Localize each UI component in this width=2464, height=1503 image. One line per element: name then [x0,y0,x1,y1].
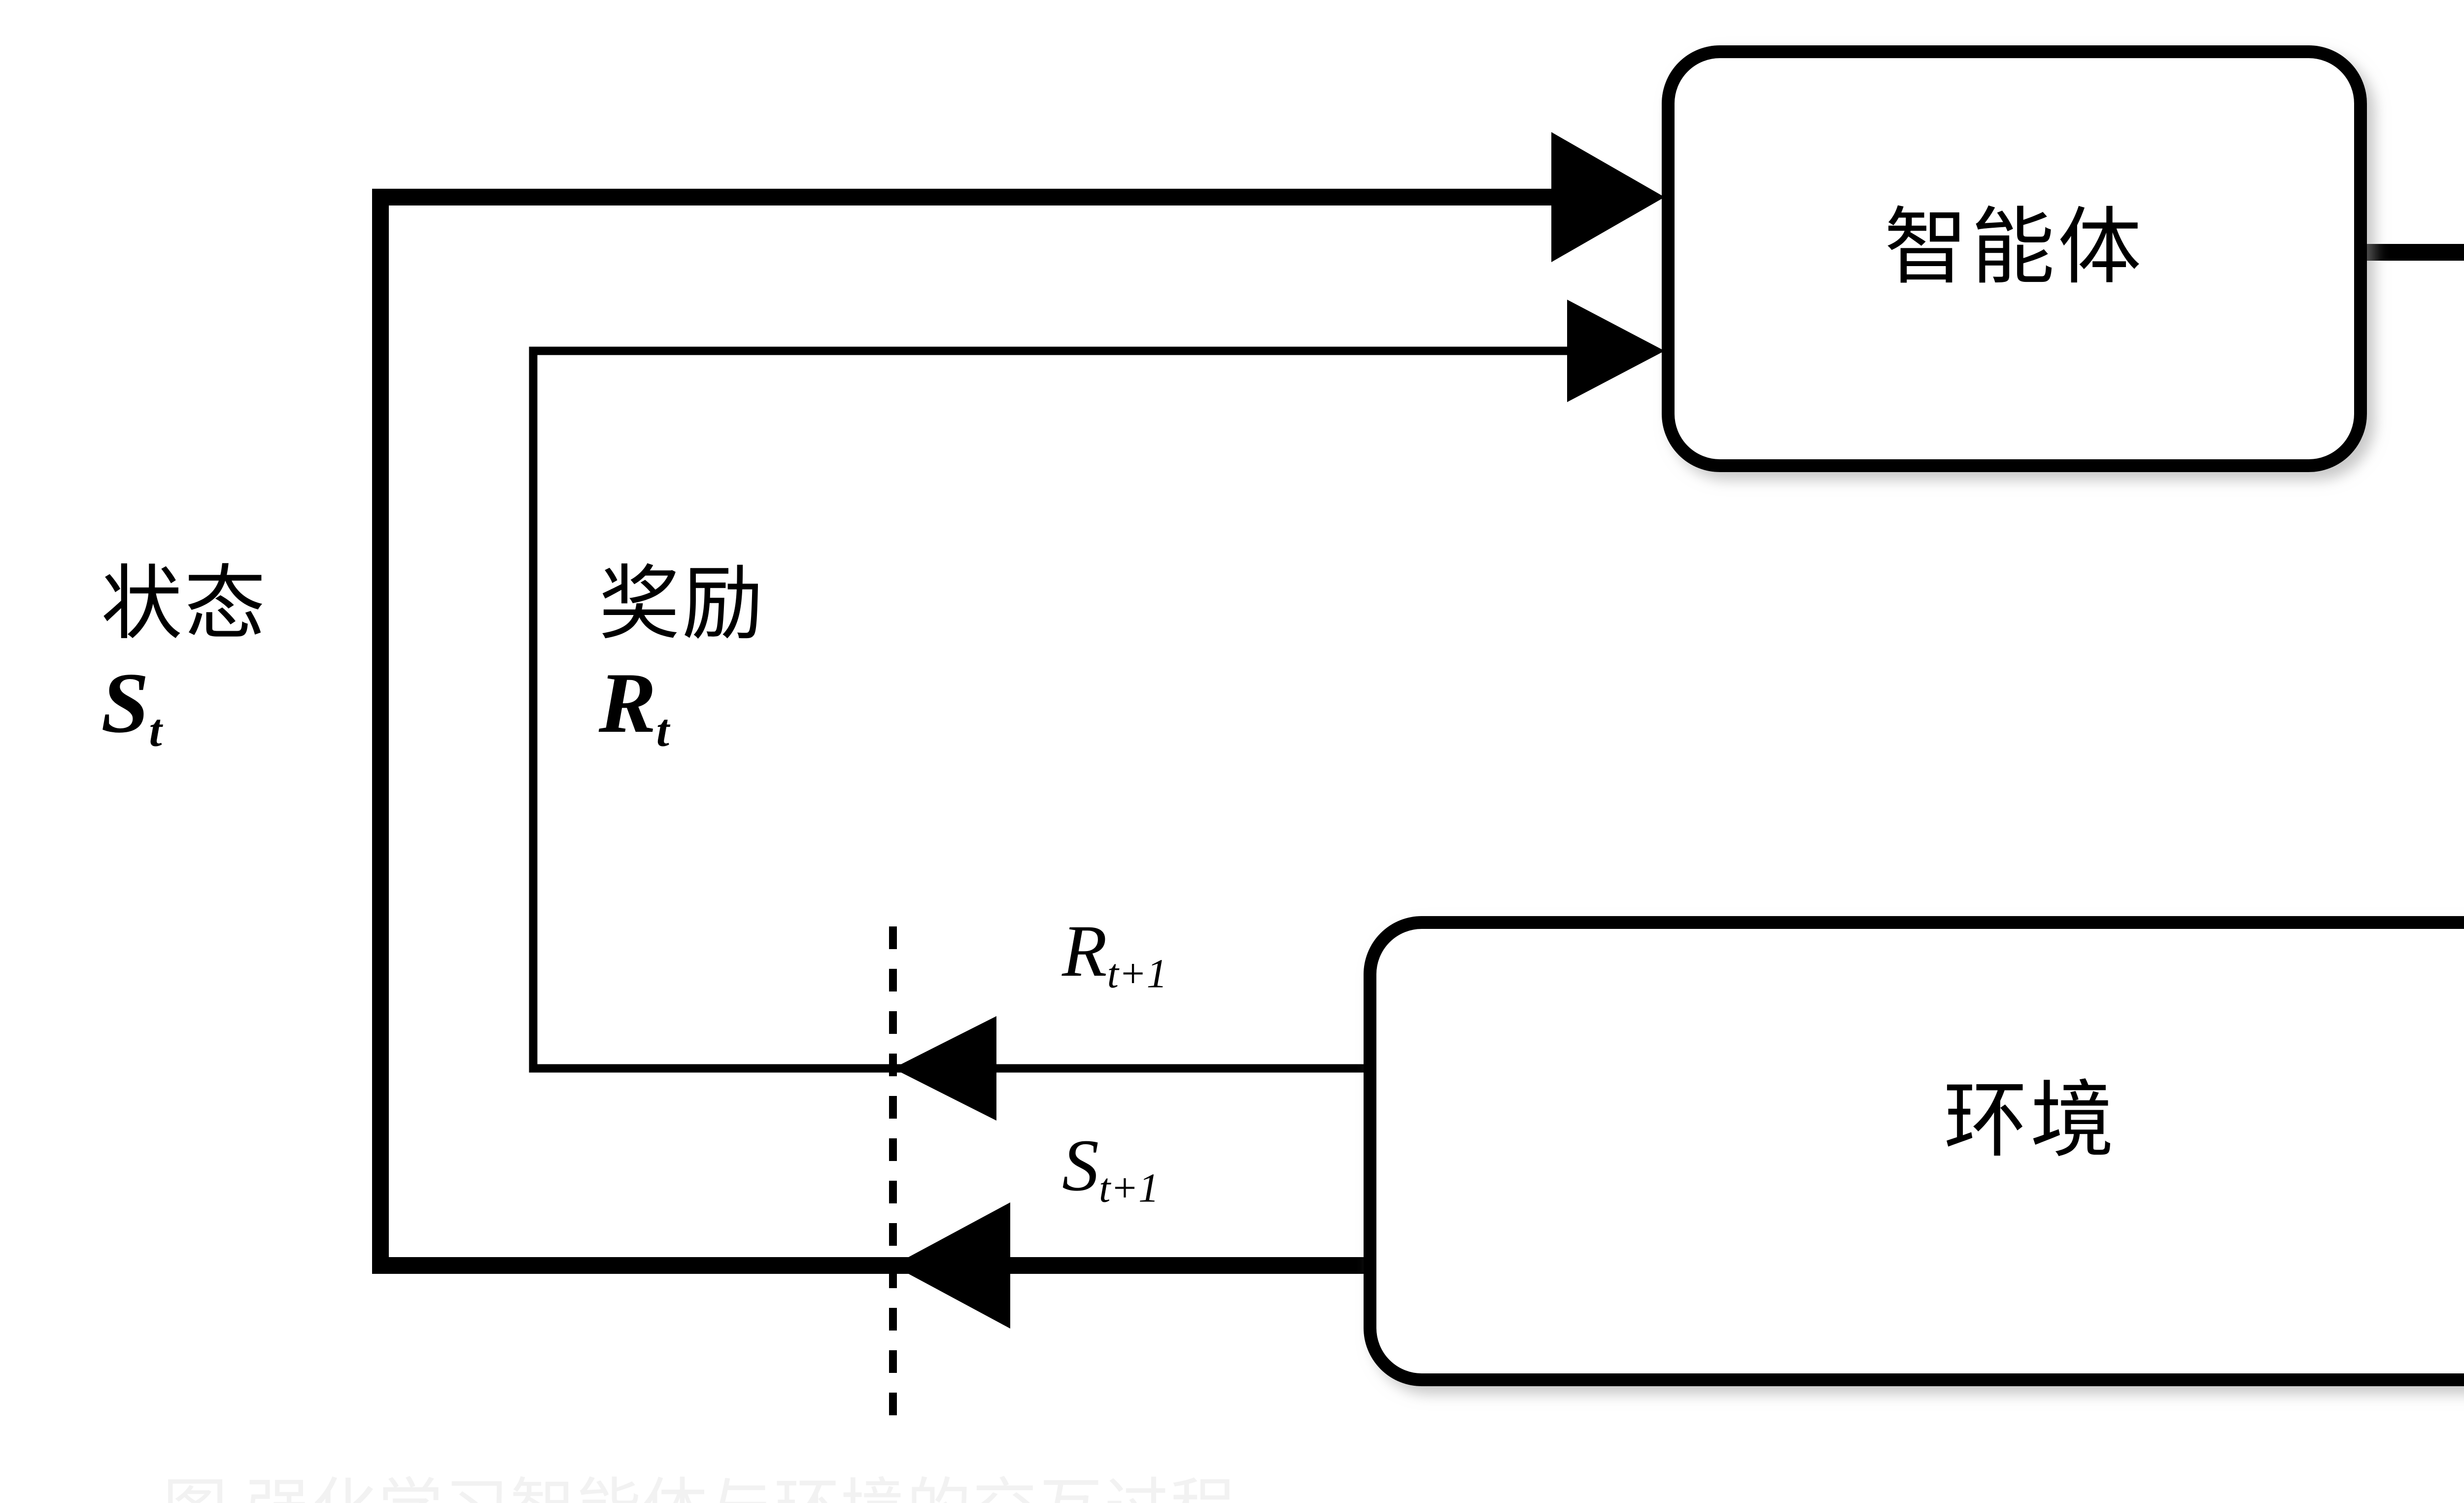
arrowhead-reward-into-agent [1567,300,1665,402]
arrowhead-state-into-agent [1551,132,1665,262]
environment-node-label: 环境 [1943,1075,2117,1167]
state-next-sub: t+1 [1099,1165,1160,1211]
edge-label-state-next: St+1 [1062,1128,1159,1209]
arrowhead-reward-from-env [893,1016,996,1121]
state-annotation-cn: 状态 [101,559,268,649]
state-symbol-sub: t [149,705,162,756]
edge-state-loop [372,132,1665,1329]
reward-symbol-sub: t [656,705,669,756]
agent-node-shape[interactable] [1662,45,2367,472]
reward-annotation-symbol: Rt [599,655,765,756]
reward-symbol-base: R [599,655,656,751]
agent-node-label: 智能体 [1884,202,2145,294]
reward-next-base: R [1062,910,1107,992]
state-annotation-symbol: St [101,655,268,756]
state-symbol-base: S [101,655,149,751]
edge-reward-loop [529,300,1665,1121]
environment-node-shape[interactable] [1364,916,2464,1386]
reward-annotation-cn: 奖励 [599,559,765,649]
reward-next-sub: t+1 [1107,951,1167,997]
figure-caption: 图 强化学习智能体与环境的交互过程 [163,1456,1236,1503]
reward-annotation: 奖励 Rt [599,562,765,755]
edge-label-reward-next: Rt+1 [1062,914,1167,995]
arrowhead-state-from-env [893,1202,1010,1329]
state-next-base: S [1062,1125,1099,1206]
state-annotation: 状态 St [101,562,268,755]
